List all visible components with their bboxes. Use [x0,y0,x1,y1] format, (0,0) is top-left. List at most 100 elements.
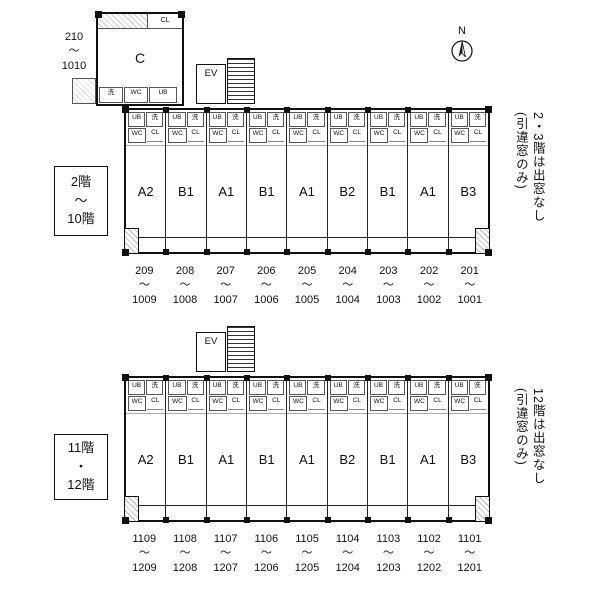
unit-fixtures: UB 洗 WC CL [206,110,246,146]
unit: UB 洗 WC CL A1 [284,375,327,523]
closet-label: CL [308,128,325,142]
toilet-icon: WC [329,128,348,143]
room-number: 204〜1004 [335,265,360,306]
units-row: UB 洗 WC CL A2 UB 洗 WC CL B1 UB [122,375,488,523]
building-strip-lower: UB 洗 WC CL A2 UB 洗 WC CL B1 UB [122,374,492,524]
toilet-icon: WC [289,128,308,143]
room-number: 1102〜1202 [416,533,442,574]
closet-label: CL [187,128,204,142]
unit: UB 洗 WC CL B1 [243,107,287,255]
room-number: 201〜1001 [457,265,482,306]
room-number: 208〜1008 [172,265,198,306]
washer-icon: 洗 [468,380,486,395]
elevator-label: EV [204,336,218,347]
column-mark [122,374,129,381]
unit: UB 洗 WC CL B3 [445,107,488,255]
floor-range-label-upper: 2階 〜 10階 [54,166,108,236]
room-number: 203〜1003 [376,265,401,306]
washer-icon: 洗 [267,112,285,127]
unit-fixtures: UB 洗 WC CL [166,378,206,414]
range-top: 210 [64,31,84,43]
washer-icon: 洗 [226,112,244,127]
closet-label: CL [308,396,325,410]
unit-fixtures: UB 洗 WC CL [126,378,166,414]
unit: UB 洗 WC CL B3 [445,375,488,523]
closet-label: CL [429,128,446,142]
toilet-icon: WC [369,396,389,411]
balcony [408,237,448,252]
unit-fixtures: UB 洗 WC CL [166,110,206,146]
unit: UB 洗 WC CL A1 [405,107,448,255]
floor-range-label-lower: 11階 ・ 12階 [54,434,108,500]
room-number: 206〜1006 [254,265,279,306]
room-number: 1105〜1205 [294,533,320,574]
column-mark [122,249,129,256]
washer-icon: 洗 [428,112,446,127]
room-number: 207〜1007 [213,265,238,306]
closet-label: CL [268,128,285,142]
toilet-icon: WC [248,128,268,143]
building-strip-upper: UB 洗 WC CL A2 UB 洗 WC CL B1 UB [122,106,492,256]
bath-icon: UB [149,87,177,103]
north-arrow-icon: N [451,25,473,62]
washer-icon: 洗 [388,112,406,127]
unit-type-label: B1 [258,184,275,199]
washer-icon: 洗 [186,380,204,395]
washer-icon: 洗 [226,380,244,395]
unit: UB 洗 WC CL A1 [405,375,448,523]
toilet-icon: WC [450,128,469,143]
washer-icon: 洗 [146,112,164,127]
balcony [206,505,246,520]
column-mark [95,11,102,18]
closet-label: CL [268,396,285,410]
unit: UB 洗 WC CL B1 [243,375,287,523]
unit-type-label: B3 [460,184,477,199]
elevator: EV [196,332,226,372]
balcony [367,505,408,520]
bath-icon: UB [369,380,388,395]
unit-fixtures: UB 洗 WC CL [448,378,488,414]
unit-type-label: A1 [299,184,315,199]
unit-type-label: B1 [178,452,194,467]
toilet-icon: WC [168,396,187,411]
bath-icon: UB [450,112,468,127]
balcony [327,505,367,520]
balcony [287,237,327,252]
balcony [246,505,287,520]
bath-icon: UB [410,112,428,127]
room-number: 209〜1009 [132,265,157,306]
balcony [327,237,367,252]
unit: UB 洗 WC CL B1 [364,107,408,255]
unit-type-label: A1 [299,452,315,467]
unit-type-label: A2 [137,184,154,199]
closet-label: CL [429,396,446,410]
toilet-icon: WC [410,396,429,411]
toilet-icon: WC [329,396,348,411]
column-mark [485,249,492,256]
bath-icon: UB [128,112,146,127]
unit-fixtures: UB 洗 WC CL [126,110,166,146]
unit-fixtures: UB 洗 WC CL [246,378,287,414]
unit: UB 洗 WC CL B1 [163,375,206,523]
unit-fixtures: UB 洗 WC CL [246,110,287,146]
washer-icon: 洗 [347,380,365,395]
unit-type-label: B1 [258,452,275,467]
balcony-hatch [98,14,149,28]
unit-type-label: B1 [379,184,396,199]
closet-label: CL [147,128,164,142]
bath-icon: UB [329,380,347,395]
bath-icon: UB [168,380,186,395]
room-number: 1109〜1209 [132,533,157,574]
unit-type-label: B3 [460,452,477,467]
unit-fixtures: UB 洗 WC CL [206,378,246,414]
unit-fixtures: UB 洗 WC CL [327,378,367,414]
toilet-icon: WC [450,396,469,411]
toilet-icon: WC [208,396,227,411]
room-number: 1101〜1201 [457,533,482,574]
side-note-lower: 12階は出窓なし (引違窓のみ) [513,388,545,485]
washer-icon: 洗 [267,380,285,395]
column-mark [485,374,492,381]
